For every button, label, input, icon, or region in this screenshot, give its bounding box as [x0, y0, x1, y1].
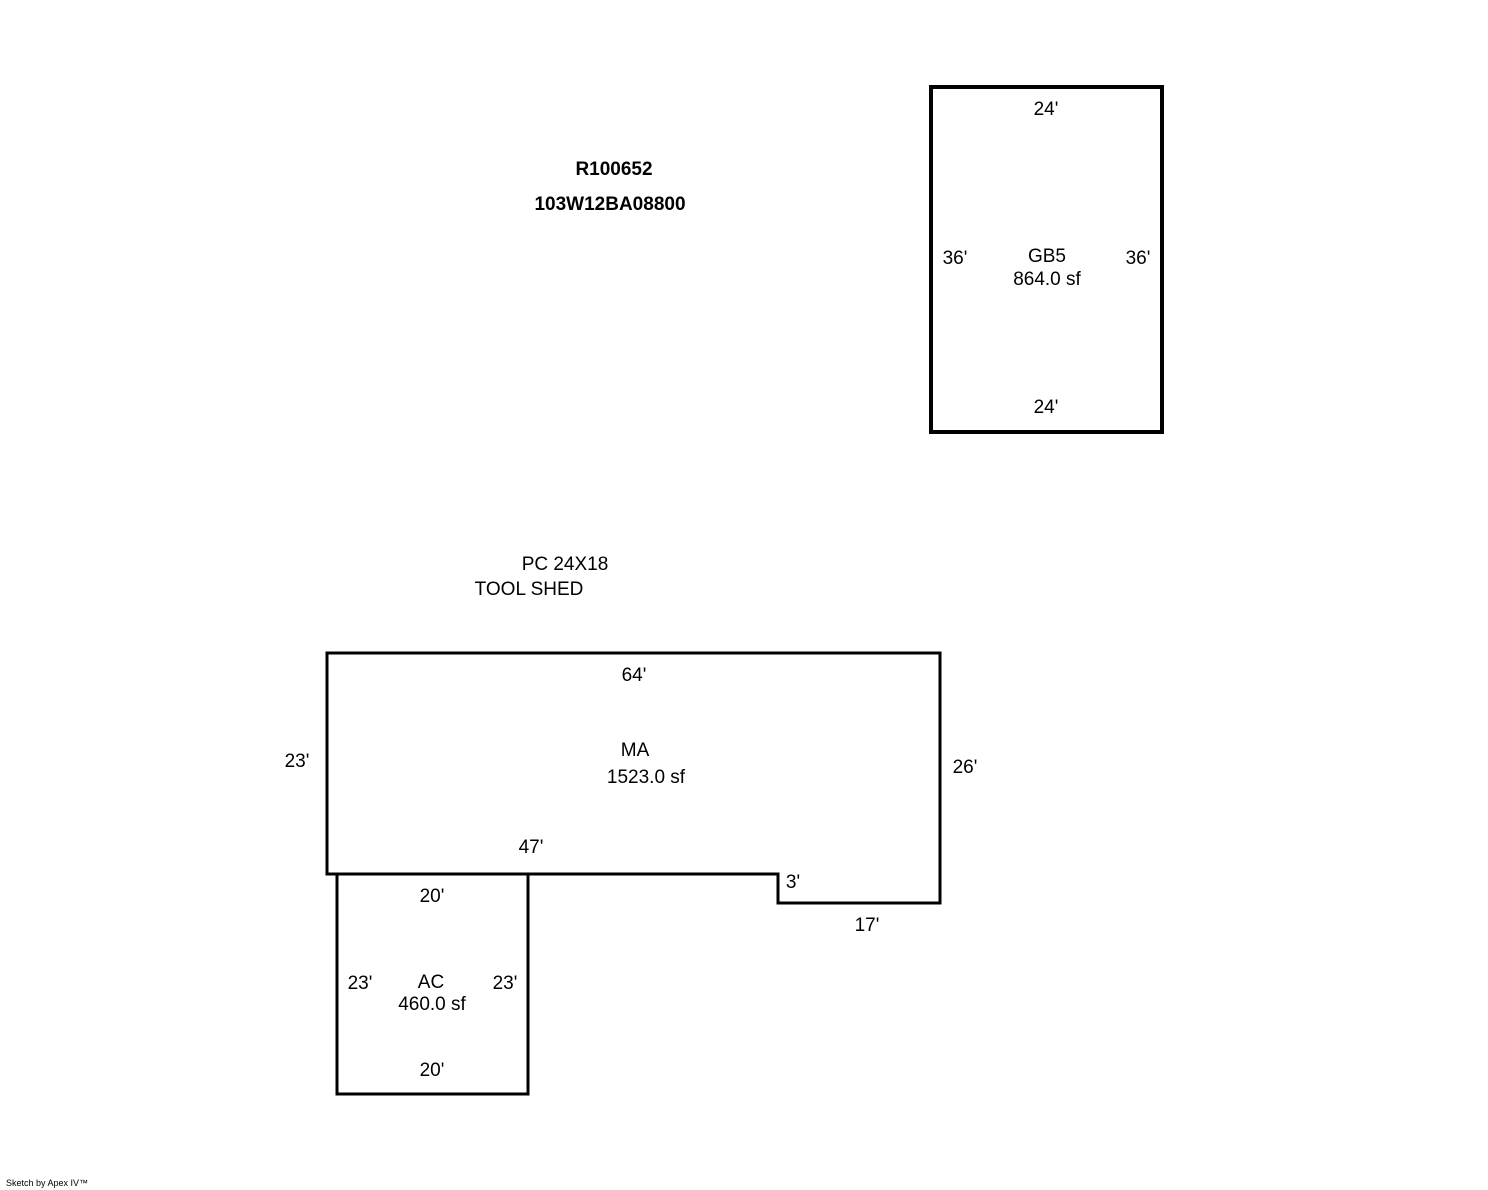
ac-top-dimension: 20'	[419, 886, 445, 907]
gb5-code: GB5	[1027, 246, 1067, 267]
ma-outline	[325, 651, 942, 905]
gb5-left-dimension: 36'	[942, 248, 968, 269]
ac-code: AC	[417, 972, 445, 993]
gb5-top-dimension: 24'	[1033, 99, 1059, 120]
ac-outline	[335, 872, 530, 1096]
ma-code: MA	[620, 740, 650, 761]
note-tool-shed: TOOL SHED	[474, 579, 584, 600]
ma-left-dimension: 23'	[284, 751, 310, 772]
ma-top-dimension: 64'	[621, 665, 647, 686]
ac-bottom-dimension: 20'	[419, 1060, 445, 1081]
gb5-right-dimension: 36'	[1125, 248, 1151, 269]
gb5-outline	[929, 85, 1164, 434]
gb5-bottom-dimension: 24'	[1033, 397, 1059, 418]
ma-bottom-right-dimension: 17'	[854, 915, 880, 936]
ma-right-dimension: 26'	[952, 757, 978, 778]
ma-area: 1523.0 sf	[606, 767, 686, 788]
note-pc-size: PC 24X18	[521, 554, 609, 575]
map-number: 103W12BA08800	[534, 194, 686, 215]
ac-left-dimension: 23'	[347, 973, 373, 994]
ma-step-dimension: 3'	[785, 872, 801, 893]
ac-area: 460.0 sf	[398, 994, 466, 1015]
ac-right-dimension: 23'	[492, 973, 518, 994]
sketch-credit: Sketch by Apex IV™	[6, 1178, 89, 1188]
ma-bottom-left-dimension: 47'	[518, 837, 544, 858]
parcel-id: R100652	[575, 159, 653, 180]
gb5-area: 864.0 sf	[1013, 269, 1081, 290]
